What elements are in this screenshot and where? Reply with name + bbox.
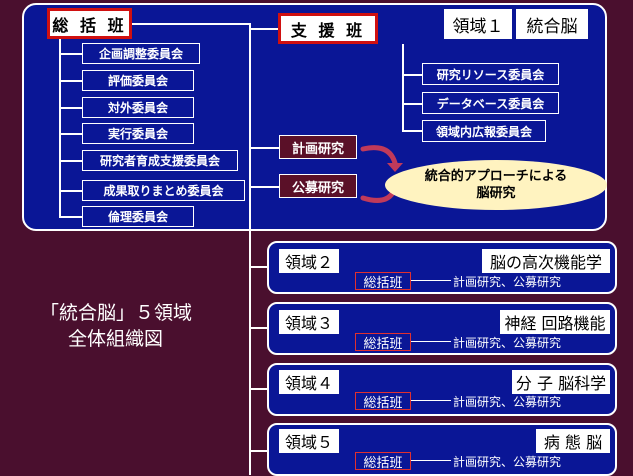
sokatsu-box: 総 括 班 (47, 8, 132, 39)
keikaku-box: 計画研究 (279, 135, 357, 159)
side-title-line1: 「統合脳」５領域 (40, 302, 193, 324)
region1-label: 領域１ (444, 9, 512, 39)
tree-branch (411, 460, 451, 461)
shien-box: 支 援 班 (278, 13, 378, 44)
region-sokatsu-box: 総括班 (355, 272, 411, 291)
region-name: 脳の高次機能学 (482, 249, 610, 273)
tree-branch (249, 388, 267, 390)
region-label: 領域４ (279, 370, 339, 394)
region-label: 領域２ (279, 249, 339, 273)
tree-branch (402, 103, 422, 105)
committee-box: 評価委員会 (82, 70, 194, 91)
region-research: 計画研究、公募研究 (453, 335, 562, 350)
tree-branch (59, 80, 83, 82)
tree-branch (411, 341, 451, 342)
tree-branch (59, 133, 83, 135)
tree-branch (411, 280, 451, 281)
approach-line2: 脳研究 (476, 186, 516, 201)
tree-branch (402, 130, 422, 132)
region-name: 病 態 脳 (536, 429, 610, 453)
connector-to-shien (249, 28, 278, 30)
connector-center-vertical (249, 23, 251, 475)
region-label: 領域５ (279, 429, 339, 453)
region-research: 計画研究、公募研究 (453, 394, 562, 409)
region-research: 計画研究、公募研究 (453, 454, 562, 469)
committee-box: 実行委員会 (82, 123, 194, 144)
tree-branch (59, 216, 83, 218)
tree-branch (59, 160, 83, 162)
connector-sokatsu-shien-h (132, 23, 250, 25)
region-name: 分 子 脳科学 (512, 370, 610, 394)
committee-box: 成果取りまとめ委員会 (82, 180, 245, 201)
support-tree-trunk (402, 44, 404, 132)
region-name: 神経 回路機能 (500, 310, 610, 334)
committee-box: 倫理委員会 (82, 206, 194, 227)
support-committee-box: 領域内広報委員会 (422, 120, 546, 142)
tree-branch (59, 53, 83, 55)
tree-branch (402, 74, 422, 76)
region-sokatsu-box: 総括班 (355, 392, 411, 411)
tree-branch (59, 107, 83, 109)
region-sokatsu-box: 総括班 (355, 452, 411, 471)
support-committee-box: データベース委員会 (422, 92, 559, 114)
tree-branch (249, 147, 279, 149)
region-research: 計画研究、公募研究 (453, 274, 562, 289)
tree-branch (249, 266, 267, 268)
region1-name: 統合脳 (516, 9, 588, 39)
tree-branch (249, 186, 279, 188)
region-label: 領域３ (279, 310, 339, 334)
approach-ellipse: 統合的アプローチによる 脳研究 (385, 160, 607, 210)
side-title: 「統合脳」５領域 全体組織図 (40, 300, 240, 352)
committee-box: 研究者育成支援委員会 (82, 150, 238, 171)
committee-box: 対外委員会 (82, 97, 194, 118)
approach-line1: 統合的アプローチによる (424, 169, 568, 184)
side-title-line2: 全体組織図 (68, 328, 164, 350)
kobo-box: 公募研究 (279, 174, 357, 198)
tree-branch (249, 450, 267, 452)
tree-trunk-left (59, 39, 61, 218)
region-sokatsu-box: 総括班 (355, 333, 411, 352)
support-committee-box: 研究リソース委員会 (422, 63, 559, 85)
tree-branch (249, 327, 267, 329)
tree-branch (59, 190, 83, 192)
committee-box: 企画調整委員会 (82, 43, 200, 64)
tree-branch (411, 400, 451, 401)
